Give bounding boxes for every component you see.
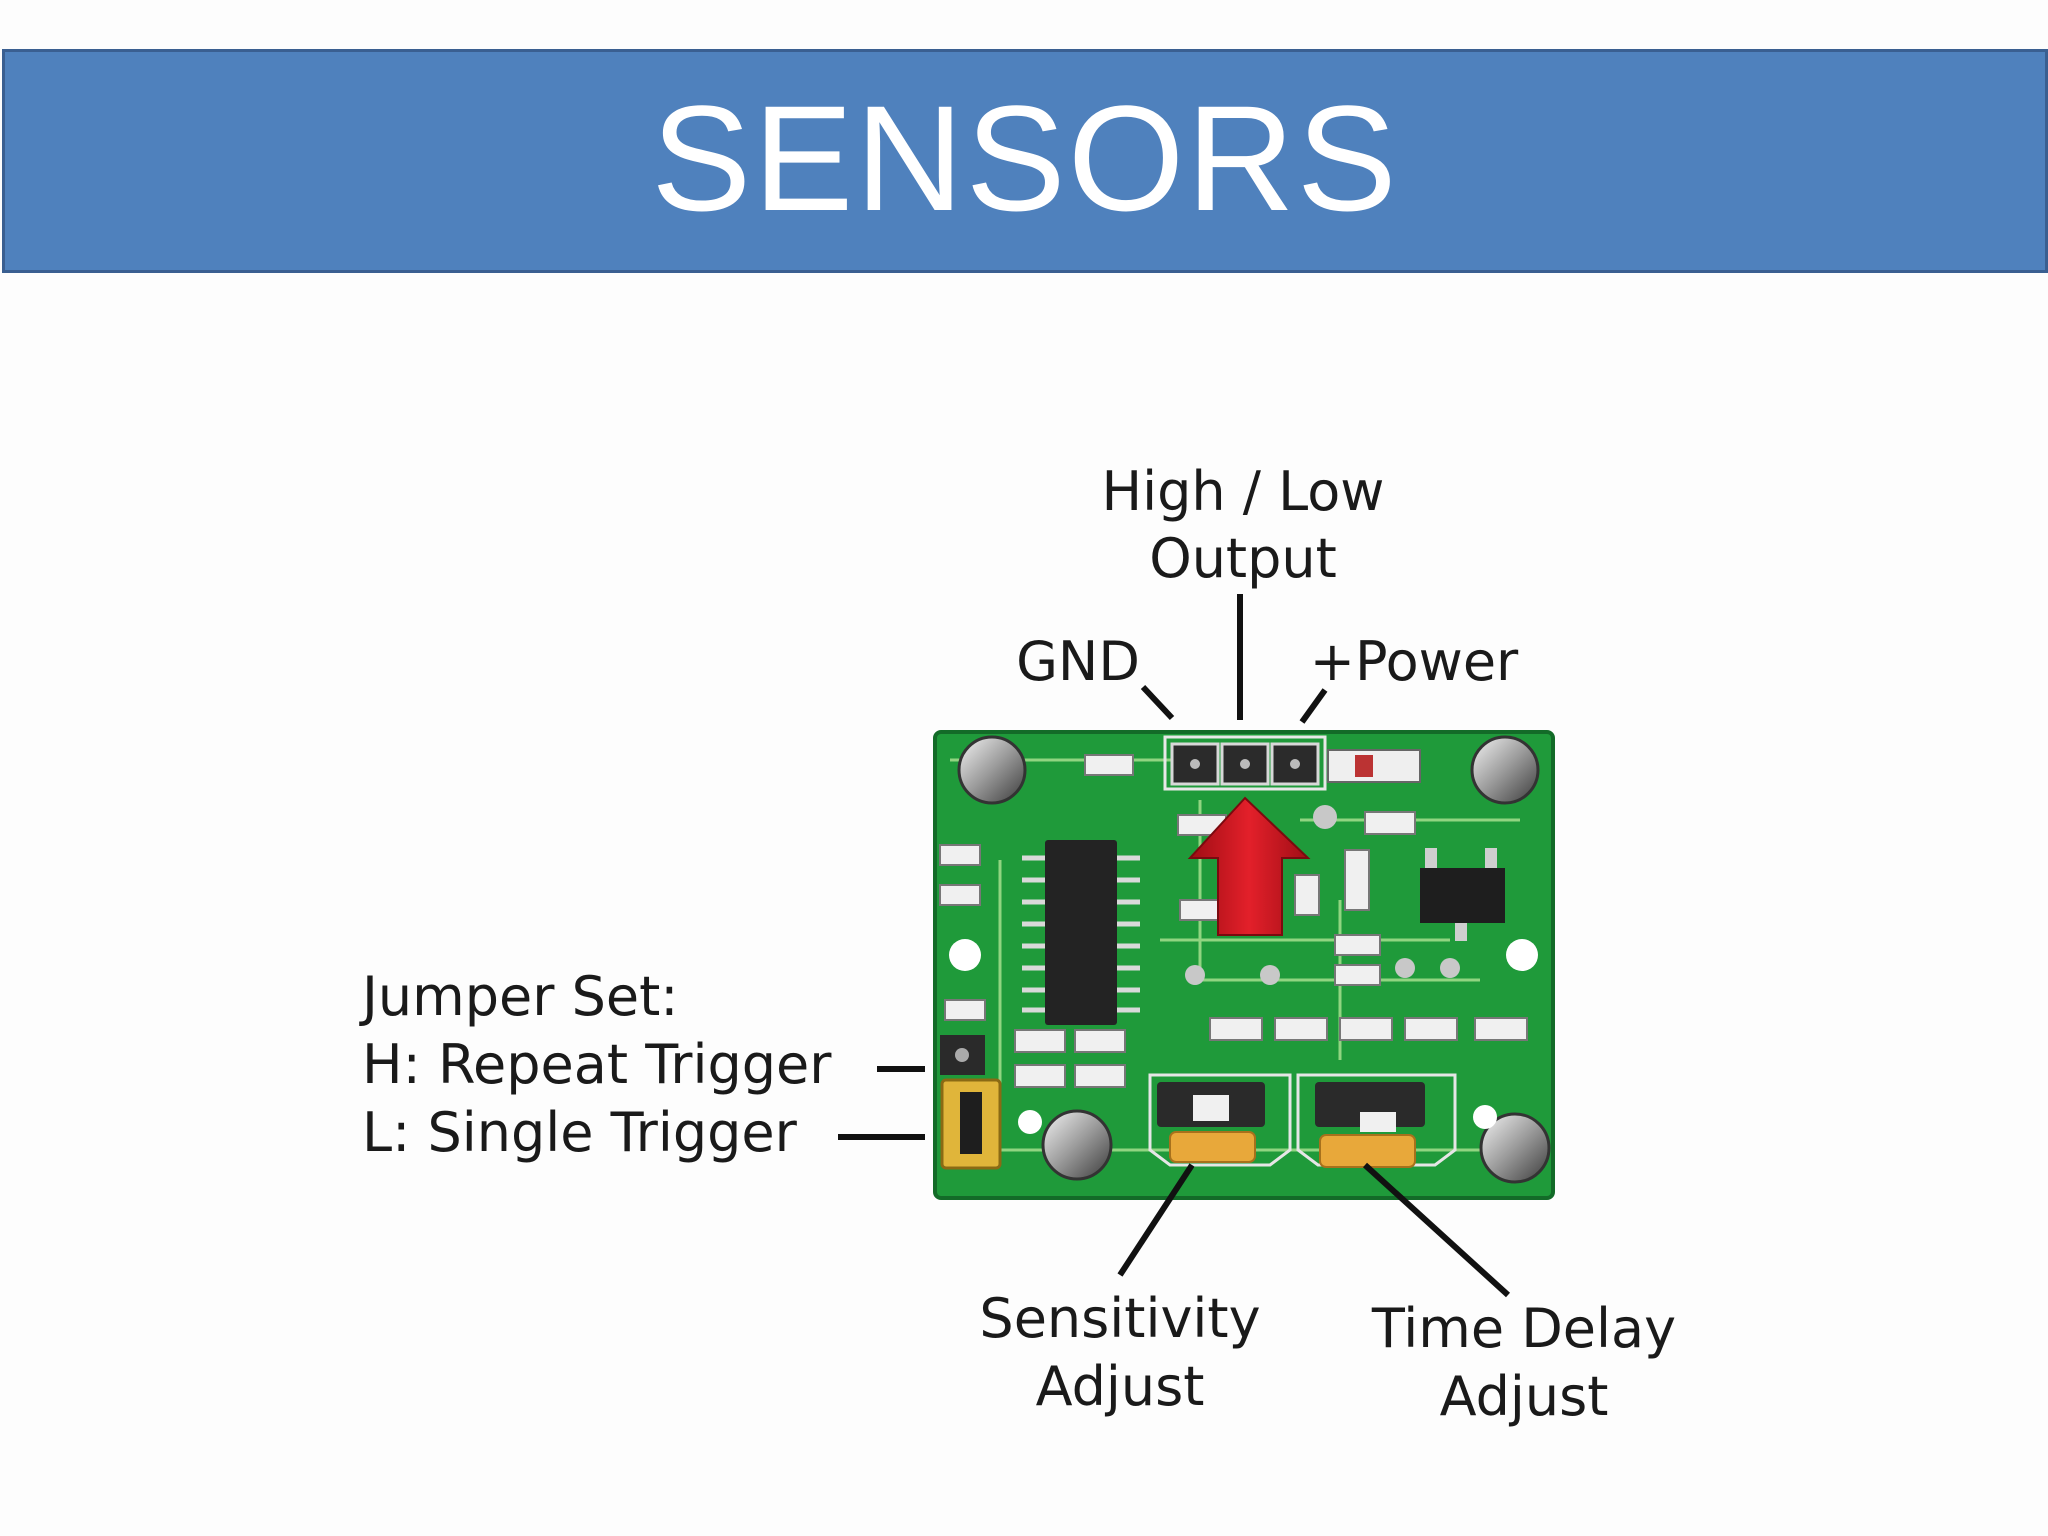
high-low-output-label-line2: Output	[1149, 527, 1337, 590]
slide-title: SENSORS	[651, 74, 1399, 242]
jumper-block	[940, 1035, 1002, 1170]
sensitivity-potentiometer	[1148, 1073, 1292, 1167]
single-trigger-label: L: Single Trigger	[362, 1101, 798, 1164]
repeat-trigger-label: H: Repeat Trigger	[362, 1033, 832, 1096]
ic-chip	[1022, 840, 1140, 1025]
leader-lines	[838, 594, 1511, 1298]
time-delay-potentiometer	[1296, 1073, 1457, 1168]
power-label: +Power	[1310, 630, 1519, 693]
sensitivity-adjust-label-line2: Adjust	[1036, 1355, 1205, 1418]
jumper-set-label: Jumper Set:	[359, 965, 679, 1028]
red-arrow-icon	[1187, 796, 1311, 936]
time-delay-adjust-label-line1: Time Delay	[1371, 1297, 1676, 1360]
pin-header	[1163, 735, 1421, 791]
time-delay-adjust-label-line2: Adjust	[1440, 1365, 1609, 1428]
title-bar: SENSORS	[2, 49, 2048, 273]
gnd-label: GND	[1016, 630, 1140, 693]
voltage-regulator	[1420, 848, 1505, 941]
sensitivity-adjust-label-line1: Sensitivity	[979, 1287, 1260, 1350]
smd-components	[939, 754, 1528, 1088]
capacitors	[957, 735, 1551, 1184]
high-low-output-label-line1: High / Low	[1102, 460, 1385, 523]
